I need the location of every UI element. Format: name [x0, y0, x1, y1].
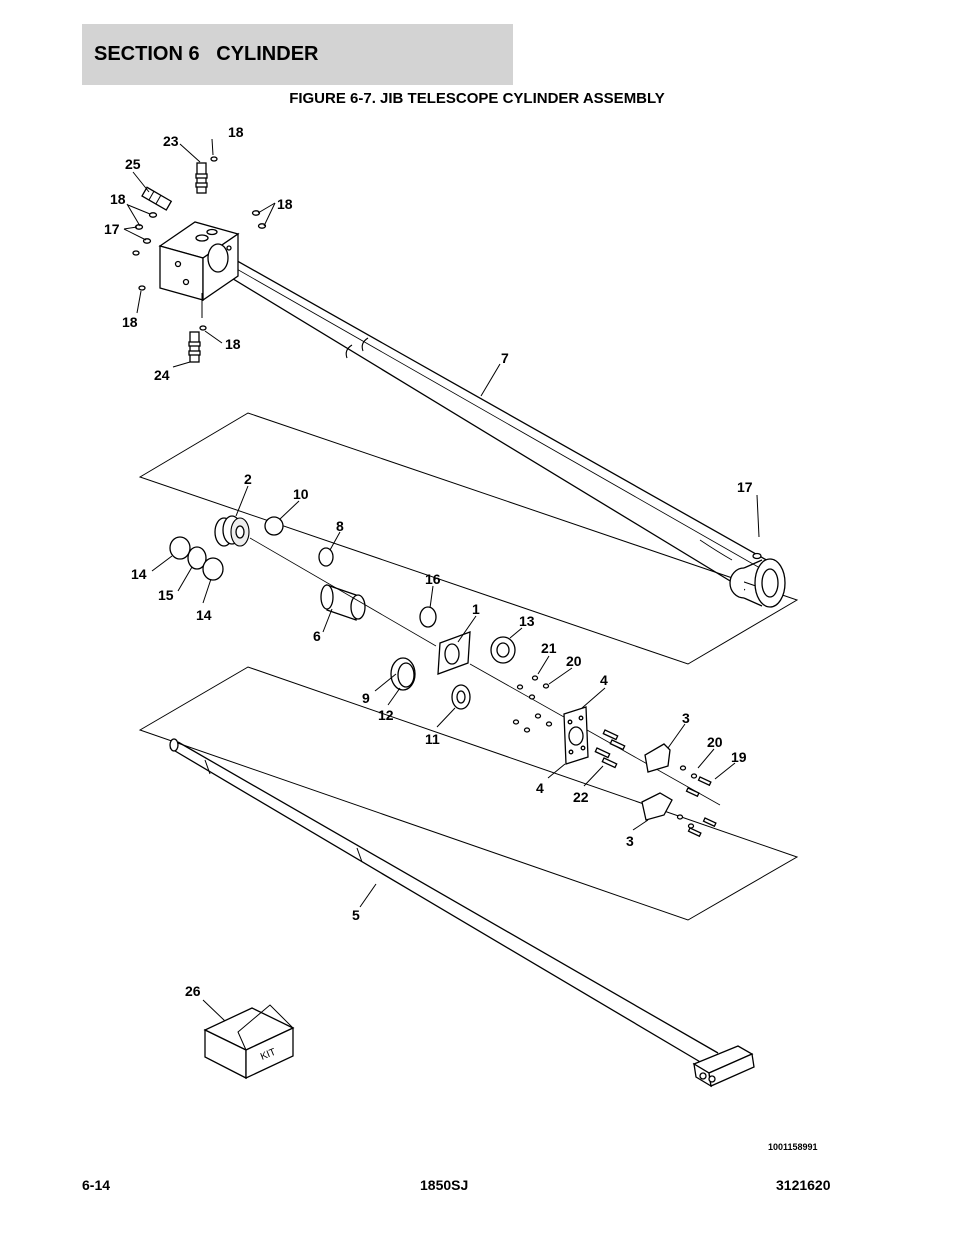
callout-9: 9: [362, 690, 370, 706]
callout-21: 21: [541, 640, 557, 656]
callout-4: 4: [600, 672, 608, 688]
cylinder-rod: [169, 738, 755, 1088]
lower-exploded-plane: [138, 666, 799, 921]
drawing-number: 1001158991: [768, 1142, 818, 1152]
section-number: SECTION 6: [94, 43, 200, 65]
callout-1: 1: [472, 601, 480, 617]
callout-11: 11: [425, 731, 440, 747]
callout-26: 26: [185, 983, 201, 999]
kit-label: KIT: [259, 1047, 278, 1063]
callout-4: 4: [536, 780, 544, 796]
callout-8: 8: [336, 518, 344, 534]
footer-doc-number: 3121620: [776, 1177, 831, 1193]
callout-23: 23: [163, 133, 179, 149]
callout-18: 18: [122, 314, 138, 330]
bolts: [594, 729, 717, 838]
fittings: [132, 156, 267, 363]
cylinder-head-block: [158, 221, 240, 302]
section-header: SECTION 6 CYLINDER: [82, 24, 513, 85]
washers: [512, 675, 698, 829]
callout-14: 14: [196, 607, 212, 623]
kit-box: KIT: [203, 1004, 295, 1080]
callout-12: 12: [378, 707, 394, 723]
callout-16: 16: [425, 571, 441, 587]
callout-18: 18: [225, 336, 241, 352]
cylinder-barrel: [196, 244, 771, 591]
leader-lines: [123, 138, 760, 1022]
callout-labels: 23 18 25 18 17 18 18 18 24 7 17 2 10 8 1…: [104, 124, 753, 999]
callout-7: 7: [501, 350, 509, 366]
mounting-plates: [512, 675, 717, 838]
piston-parts: [169, 515, 721, 806]
section-title: CYLINDER: [216, 43, 319, 65]
callout-6: 6: [313, 628, 321, 644]
callout-5: 5: [352, 907, 360, 923]
callout-18: 18: [277, 196, 293, 212]
callout-20: 20: [707, 734, 723, 750]
callout-13: 13: [519, 613, 535, 629]
callout-25: 25: [125, 156, 141, 172]
barrel-end-cap: [729, 552, 786, 608]
footer-page-number: 6-14: [82, 1177, 111, 1193]
callout-19: 19: [731, 749, 747, 765]
callout-17: 17: [737, 479, 753, 495]
callout-17: 17: [104, 221, 120, 237]
callout-2: 2: [244, 471, 252, 487]
callout-22: 22: [573, 789, 589, 805]
callout-20: 20: [566, 653, 582, 669]
callout-14: 14: [131, 566, 147, 582]
callout-24: 24: [154, 367, 170, 383]
callout-10: 10: [293, 486, 309, 502]
upper-exploded-plane: [138, 412, 799, 665]
callout-3: 3: [682, 710, 690, 726]
figure-title: FIGURE 6-7. JIB TELESCOPE CYLINDER ASSEM…: [289, 90, 665, 107]
footer-model: 1850SJ: [420, 1177, 469, 1193]
callout-15: 15: [158, 587, 174, 603]
callout-18: 18: [110, 191, 126, 207]
callout-3: 3: [626, 833, 634, 849]
callout-18: 18: [228, 124, 244, 140]
